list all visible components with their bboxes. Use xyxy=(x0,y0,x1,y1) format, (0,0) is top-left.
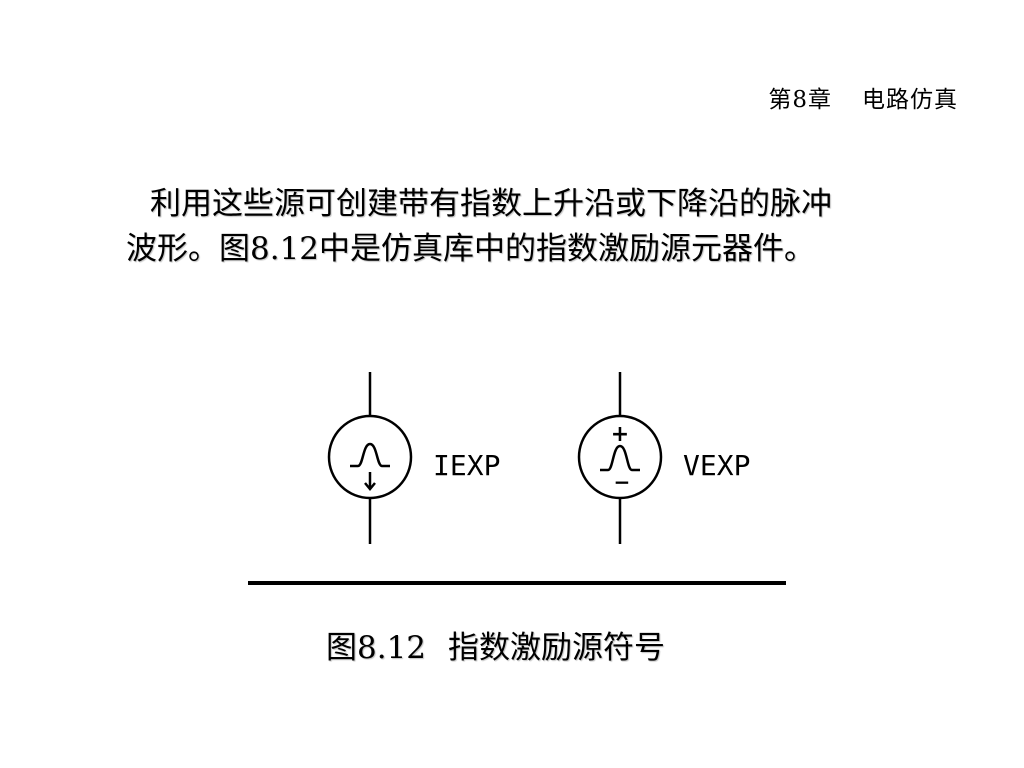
figure-exp-sources: IEXP + − VEXP xyxy=(300,360,780,560)
caption-text: 指数激励源符号 xyxy=(448,630,666,666)
vexp-label: VEXP xyxy=(683,449,750,482)
vexp-plus-sign: + xyxy=(611,422,629,447)
iexp-arrow-head xyxy=(364,482,376,491)
exp-current-source-icon xyxy=(327,372,413,544)
iexp-pulse-wave xyxy=(350,442,390,468)
caption-number: 图8.12 xyxy=(326,630,427,666)
body-line-1: 利用这些源可创建带有指数上升沿或下降沿的脉冲 xyxy=(150,186,832,222)
chapter-number: 第8章 xyxy=(768,87,832,113)
figure-caption: 图8.12 指数激励源符号 xyxy=(326,622,665,667)
body-line-2: 波形。图8.12中是仿真库中的指数激励源元器件。 xyxy=(126,231,816,267)
vexp-pulse-wave xyxy=(600,444,640,472)
body-paragraph: 利用这些源可创建带有指数上升沿或下降沿的脉冲 波形。图8.12中是仿真库中的指数… xyxy=(126,182,936,272)
vexp-minus-sign: − xyxy=(614,470,631,494)
figure-svg: IEXP + − VEXP xyxy=(327,372,750,544)
chapter-title: 电路仿真 xyxy=(862,87,958,113)
chapter-header: 第8章 电路仿真 xyxy=(768,80,958,114)
exp-voltage-source-icon xyxy=(577,372,663,544)
figure-divider xyxy=(248,581,786,585)
iexp-label: IEXP xyxy=(433,449,500,482)
